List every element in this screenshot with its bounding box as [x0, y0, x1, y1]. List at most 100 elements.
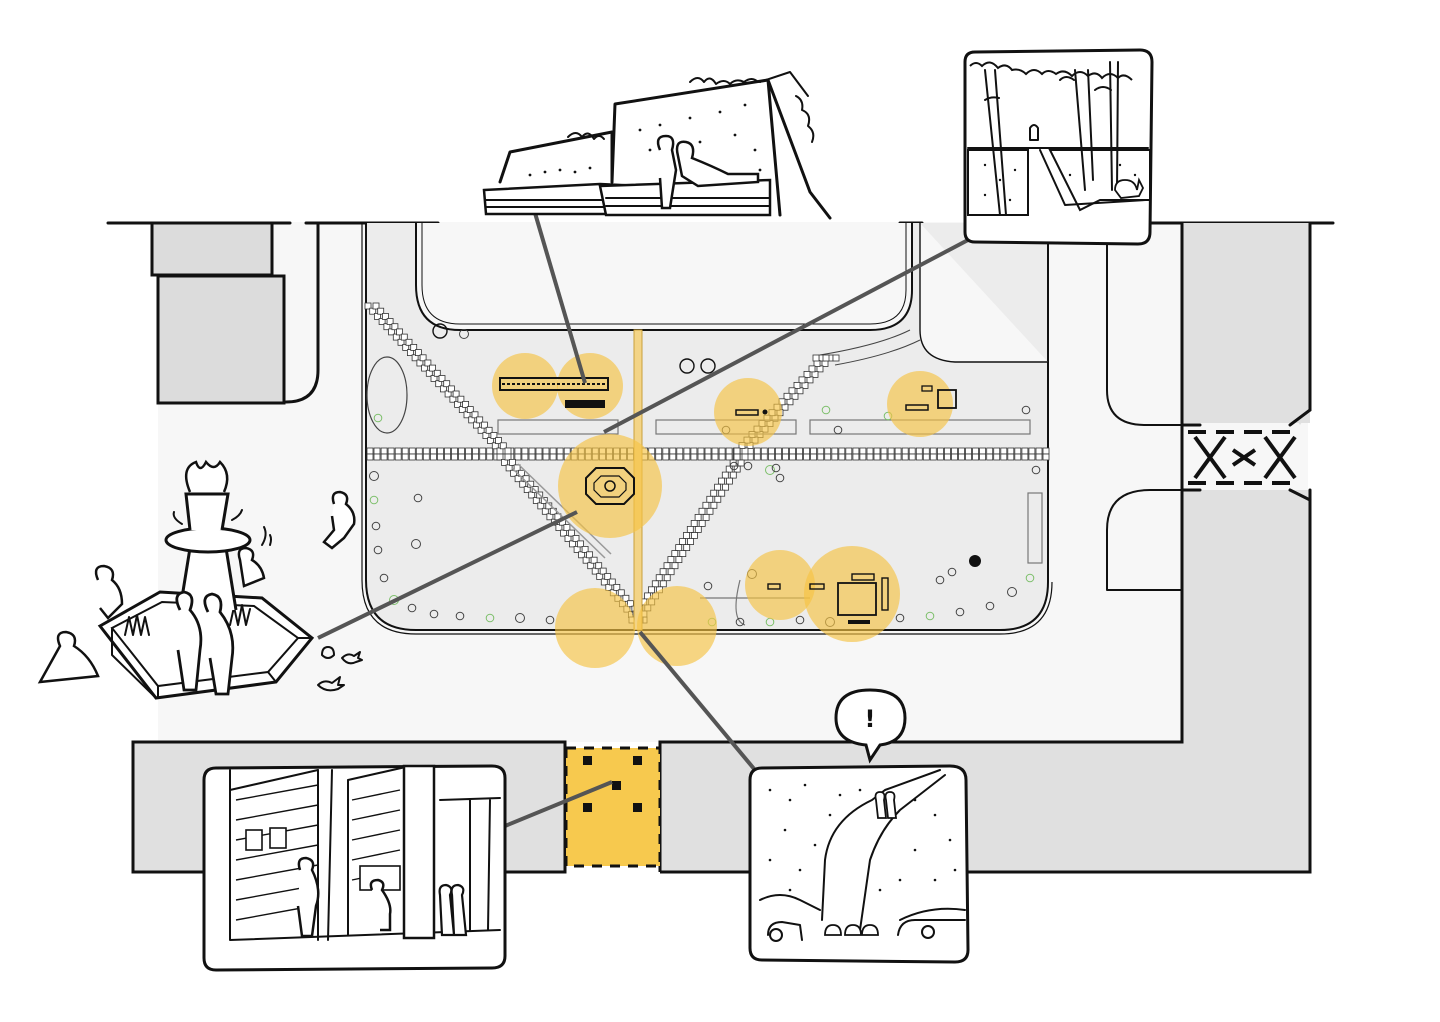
paving-tile: [725, 447, 733, 455]
callout-arcade-sketch: [202, 764, 507, 972]
paving-tile: [698, 507, 706, 515]
paving-tile: [479, 453, 487, 461]
paving-tile: [373, 447, 381, 455]
paving-tile: [922, 447, 930, 455]
paving-tile: [775, 447, 782, 455]
paving-tile: [486, 447, 494, 455]
paving-tile: [556, 453, 564, 461]
paving-tile: [419, 354, 427, 362]
tree-marker: [895, 613, 905, 623]
tree-marker: [429, 609, 439, 619]
paving-tile: [541, 507, 549, 515]
paving-tile: [683, 447, 691, 455]
paving-tile: [783, 392, 791, 400]
hotspot-fountain: [558, 434, 662, 538]
paving-tile: [436, 447, 444, 455]
paving-tile: [373, 453, 381, 461]
paving-tile: [789, 447, 796, 455]
paving-tile: [486, 453, 494, 461]
paving-tile: [490, 432, 498, 439]
hotspot-lower-right: [637, 586, 717, 666]
paving-tile: [690, 520, 698, 527]
paving-tile: [436, 453, 444, 461]
paving-tile: [514, 475, 522, 483]
paving-tile: [951, 447, 958, 455]
tree-marker: [373, 413, 383, 423]
paving-tile: [444, 447, 451, 455]
paving-tile: [789, 453, 796, 461]
paving-tile: [540, 497, 548, 504]
paving-tile: [476, 416, 484, 424]
paving-tile: [782, 447, 789, 455]
paving-tile: [710, 489, 718, 497]
tree-marker: [1031, 465, 1041, 475]
paving-tile: [711, 447, 719, 455]
paving-tile: [676, 447, 684, 455]
paving-tile: [457, 395, 465, 403]
paving-tile: [667, 556, 675, 563]
paving-tile: [528, 491, 536, 499]
paving-tile: [958, 447, 965, 455]
paving-tile: [452, 390, 460, 398]
paving-tile: [859, 447, 867, 455]
paving-tile: [824, 453, 832, 461]
paving-tile: [400, 333, 408, 341]
paving-tile: [866, 447, 874, 455]
paving-tile: [722, 483, 729, 491]
paving-tile: [569, 540, 576, 548]
paving-tile: [443, 380, 451, 388]
paving-tile: [798, 376, 806, 384]
paving-tile: [669, 453, 677, 461]
paving-tile: [659, 568, 667, 576]
paving-tile: [549, 453, 557, 461]
paving-tile: [676, 453, 684, 461]
paving-tile: [937, 453, 944, 461]
speech-bubble: !: [834, 688, 907, 764]
paving-tile: [560, 529, 567, 537]
paving-tile: [753, 447, 761, 455]
paving-tile: [581, 546, 589, 553]
paving-tile: [690, 447, 698, 455]
tree-marker: [947, 567, 957, 577]
right-curbs: [1106, 222, 1183, 591]
paving-tile: [600, 578, 608, 586]
paving-tile: [694, 526, 702, 533]
paving-tile: [702, 514, 710, 521]
paving-tile: [796, 453, 803, 461]
paving-tile: [466, 406, 474, 414]
paving-tile: [595, 562, 603, 570]
paving-tile: [577, 540, 584, 548]
paving-tile: [667, 568, 675, 576]
paving-tile: [986, 453, 994, 461]
tree-marker: [765, 465, 775, 475]
paving-tile: [832, 354, 840, 362]
tree-marker: [373, 545, 383, 555]
fountain-children-icon: [37, 459, 363, 700]
paving-tile: [873, 447, 881, 455]
paving-tile: [691, 532, 698, 539]
plaza-furniture: [432, 323, 981, 624]
paving-tile: [509, 458, 516, 466]
paving-tile: [845, 453, 853, 461]
paving-tile: [380, 447, 388, 455]
paving-tile: [499, 442, 507, 450]
paving-tile: [586, 551, 593, 559]
paving-tile: [528, 453, 536, 461]
paving-tile: [1007, 447, 1015, 455]
paving-tile: [617, 589, 625, 597]
crosswalk-dashed: [1188, 430, 1300, 485]
paving-tile: [521, 453, 529, 461]
paving-tile: [822, 354, 830, 362]
paving-tile: [659, 580, 667, 588]
paving-tile: [495, 437, 503, 445]
paving-tile: [480, 421, 488, 429]
speech-bubble-text: !: [865, 705, 876, 733]
paving-tile: [733, 465, 741, 473]
paving-tile: [1028, 447, 1036, 455]
paving-tile: [704, 453, 712, 461]
paving-tile: [366, 447, 374, 455]
hotspot-bench-left: [492, 353, 558, 419]
tree-marker: [955, 607, 965, 617]
paving-tile: [958, 453, 965, 461]
tree-marker: [1025, 573, 1035, 583]
